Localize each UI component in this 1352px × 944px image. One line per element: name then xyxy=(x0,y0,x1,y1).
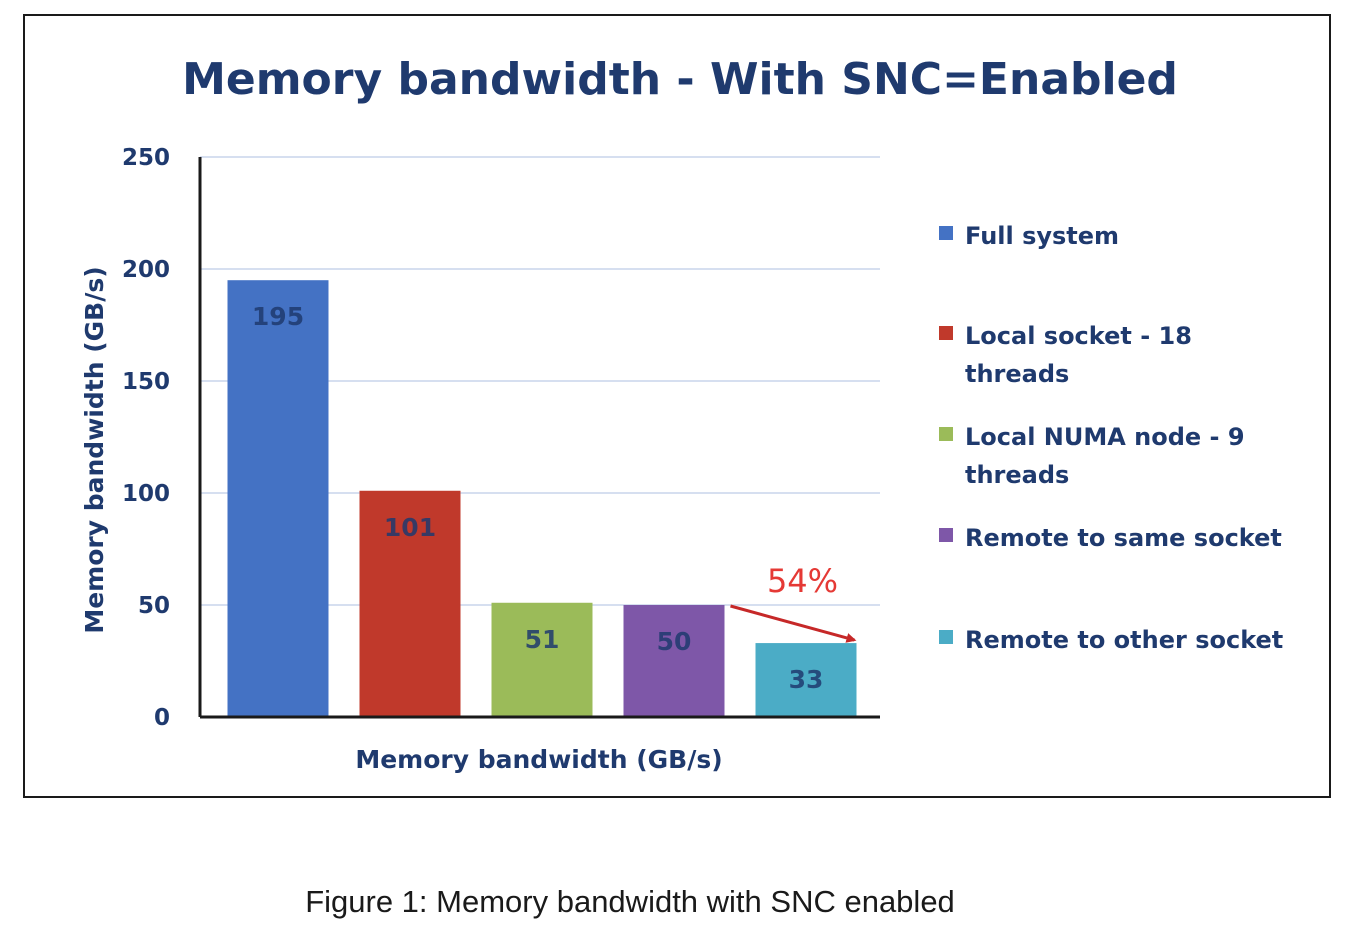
figure-caption: Figure 1: Memory bandwidth with SNC enab… xyxy=(305,884,955,919)
y-axis-label: Memory bandwidth (GB/s) xyxy=(80,266,109,633)
bar-chart: Memory bandwidth - With SNC=Enabled 0501… xyxy=(80,54,1283,774)
annotation-label: 54% xyxy=(767,562,838,600)
bar xyxy=(227,280,329,717)
y-tick-label: 250 xyxy=(122,145,170,171)
bar-value-label: 50 xyxy=(657,627,692,656)
bar xyxy=(491,602,593,717)
legend-swatch xyxy=(939,326,953,340)
legend-swatch xyxy=(939,226,953,240)
bar-value-label: 51 xyxy=(525,625,560,654)
legend-label: Full system xyxy=(965,222,1119,250)
bar xyxy=(359,490,461,717)
bar xyxy=(623,605,725,717)
bar-value-label: 101 xyxy=(384,513,436,542)
legend-label: Remote to same socket xyxy=(965,524,1282,552)
y-tick-label: 50 xyxy=(138,593,170,619)
x-axis-label: Memory bandwidth (GB/s) xyxy=(355,745,722,774)
y-tick-label: 200 xyxy=(122,257,170,283)
annotation-arrow xyxy=(730,604,857,643)
percent-annotation: 54% xyxy=(730,562,857,643)
y-tick-label: 100 xyxy=(122,481,170,507)
bar-value-label: 195 xyxy=(252,302,304,331)
chart-title: Memory bandwidth - With SNC=Enabled xyxy=(182,54,1178,105)
bar xyxy=(755,643,857,717)
legend-swatch xyxy=(939,427,953,441)
legend-label: Remote to other socket xyxy=(965,626,1283,654)
y-axis-tick-labels: 0 50 100 150 200 250 xyxy=(122,145,170,731)
bars: 195 101 51 50 33 xyxy=(227,280,857,717)
bar-value-label: 33 xyxy=(789,665,824,694)
y-tick-label: 0 xyxy=(154,705,170,731)
y-tick-label: 150 xyxy=(122,369,170,395)
legend-swatch xyxy=(939,528,953,542)
axes xyxy=(198,157,880,719)
legend-swatch xyxy=(939,630,953,644)
